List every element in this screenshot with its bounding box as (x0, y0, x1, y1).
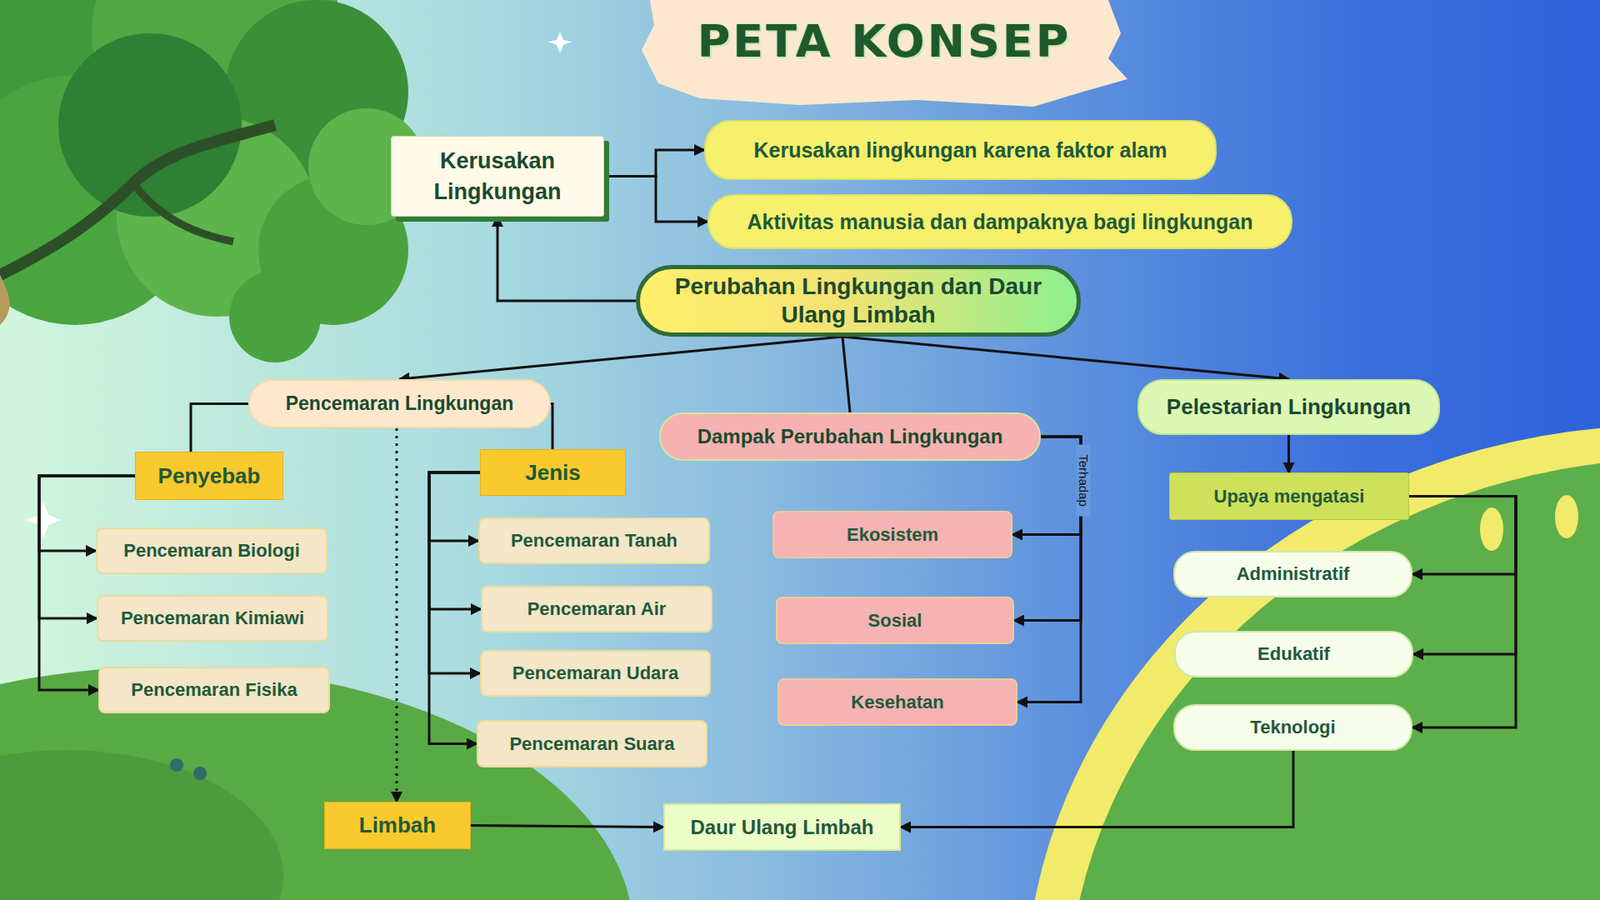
box-text: Kerusakan lingkungan karena faktor alam (753, 138, 1167, 163)
box-text: Administratif (1236, 563, 1350, 585)
box-text: Ekosistem (846, 524, 939, 546)
box-text: Kerusakan Lingkungan (391, 145, 604, 207)
connector (842, 336, 850, 413)
connector (1409, 496, 1516, 729)
connector (190, 404, 249, 453)
concept-box: Pencemaran Kimiawi (96, 595, 329, 642)
concept-box: Daur Ulang Limbah (663, 803, 901, 851)
box-text: Sosial (868, 610, 923, 632)
box-text: Aktivitas manusia dan dampaknya bagi lin… (746, 210, 1253, 235)
box-text: Pencemaran Air (527, 598, 667, 620)
box-text: Limbah (359, 812, 436, 839)
box-text: Pencemaran Suara (509, 733, 675, 755)
connector (1014, 436, 1081, 621)
connector (900, 750, 1294, 828)
concept-box: Kerusakan lingkungan karena faktor alam (704, 120, 1217, 180)
box-text: Pencemaran Biologi (123, 540, 300, 562)
concept-box: Pencemaran Suara (476, 720, 708, 768)
connector (550, 404, 553, 450)
concept-box: Teknologi (1173, 704, 1413, 751)
connector (1017, 436, 1081, 703)
box-text: Pencemaran Fisika (130, 679, 297, 701)
concept-box: Penyebab (135, 451, 284, 500)
box-text: Pencemaran Kimiawi (120, 607, 305, 630)
concept-box: Pencemaran Tanah (478, 517, 710, 565)
concept-box: Pelestarian Lingkungan (1137, 379, 1440, 435)
box-text: Pelestarian Lingkungan (1166, 394, 1411, 420)
title: PETA KONSEP (640, 15, 1128, 68)
hill-left (0, 666, 634, 900)
concept-box: Administratif (1173, 550, 1413, 598)
concept-box: Ekosistem (772, 510, 1013, 559)
connector (429, 472, 480, 745)
box-text: Pencemaran Tanah (510, 530, 678, 552)
connector (1409, 496, 1516, 575)
concept-box: Upaya mengatasi (1169, 472, 1410, 520)
box-text: Upaya mengatasi (1214, 485, 1365, 508)
tree (0, 0, 425, 363)
box-text: Edukatif (1257, 643, 1330, 665)
line-label: Terhadap (1076, 445, 1091, 517)
concept-box: Aktivitas manusia dan dampaknya bagi lin… (707, 194, 1293, 250)
hill-right (1025, 425, 1600, 900)
connector (842, 336, 1290, 380)
connector (395, 428, 399, 802)
title-patch (641, 0, 1128, 107)
concept-box: Kesehatan (777, 678, 1018, 726)
concept-box: Kerusakan Lingkungan (390, 135, 605, 217)
concept-box: Dampak Perubahan Lingkungan (659, 412, 1041, 461)
box-text: Daur Ulang Limbah (690, 815, 874, 840)
concept-box: Edukatif (1174, 630, 1414, 678)
connector (429, 472, 481, 610)
box-text: Pencemaran Udara (512, 662, 679, 685)
concept-box: Perubahan Lingkungan dan Daur Ulang Limb… (635, 265, 1081, 337)
connector (1409, 496, 1516, 655)
connector (39, 475, 135, 690)
box-text: Kesehatan (850, 691, 944, 714)
box-text: Penyebab (158, 463, 261, 490)
concept-box: Pencemaran Udara (480, 650, 711, 697)
connector (1287, 435, 1290, 473)
connector (497, 216, 636, 301)
connector (429, 472, 480, 541)
connector (604, 176, 708, 223)
connector (604, 150, 705, 177)
connector (470, 825, 664, 828)
box-text: Dampak Perubahan Lingkungan (697, 425, 1004, 449)
concept-box: Pencemaran Air (480, 585, 713, 633)
box-text: Jenis (525, 460, 581, 486)
connector (429, 472, 480, 674)
concept-box: Pencemaran Lingkungan (248, 379, 551, 429)
concept-box: Jenis (480, 449, 626, 496)
connector (400, 336, 844, 380)
concept-box: Limbah (324, 801, 471, 850)
concept-box: Sosial (775, 596, 1015, 645)
box-text: Teknologi (1250, 716, 1335, 739)
box-text: Perubahan Lingkungan dan Daur Ulang Limb… (640, 272, 1077, 329)
concept-box: Pencemaran Biologi (95, 527, 328, 575)
concept-box: Pencemaran Fisika (98, 666, 330, 714)
box-text: Pencemaran Lingkungan (285, 392, 515, 415)
